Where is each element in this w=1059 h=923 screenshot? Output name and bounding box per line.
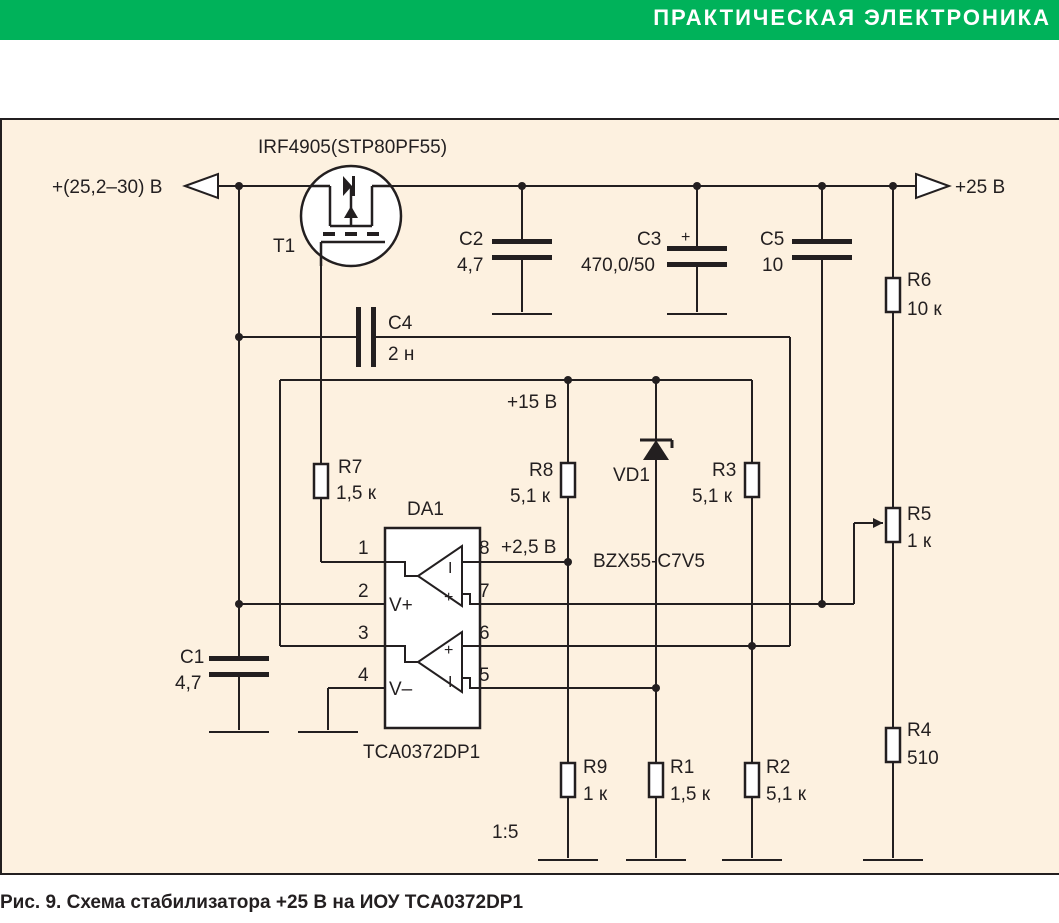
- zener-vd1: [640, 438, 674, 460]
- da1-pin-4: 4: [358, 665, 369, 686]
- r4-body: [884, 726, 902, 764]
- output-label: +25 В: [955, 177, 1005, 198]
- ratio-label: 1:5: [492, 822, 518, 843]
- da1-vplus: V+: [389, 595, 413, 616]
- rail-15-label: +15 В: [507, 392, 557, 413]
- da1-pin-3: 3: [358, 623, 369, 644]
- c2-ref: C2: [459, 229, 483, 250]
- c3-polarity: +: [681, 229, 690, 246]
- junctions: [235, 182, 897, 692]
- r1-value: 1,5 к: [670, 784, 711, 805]
- r8-body: [559, 461, 577, 499]
- c3-plate-top: [667, 246, 727, 251]
- input-terminal: [182, 172, 219, 200]
- r5-wiper-arrow: [873, 518, 883, 528]
- figure-caption: Рис. 9. Схема стабилизатора +25 В на ИОУ…: [0, 892, 524, 913]
- r7-body: [312, 462, 330, 500]
- transistor-ref: T1: [273, 236, 295, 257]
- da1-pin-6: 6: [479, 623, 490, 644]
- r5-body: [884, 506, 902, 544]
- wiring: [209, 185, 923, 861]
- r8-value: 5,1 к: [510, 486, 551, 507]
- c5-plate-bottom: [792, 255, 852, 260]
- output-terminal: [915, 172, 952, 200]
- r2-value: 5,1 к: [766, 784, 807, 805]
- da1-pin-1: 1: [358, 538, 369, 559]
- da1-pin-8: 8: [479, 538, 490, 559]
- da1-part: TCA0372DP1: [363, 742, 480, 763]
- input-label: +(25,2–30) В: [52, 177, 162, 198]
- c1-ref: C1: [180, 647, 204, 668]
- opamp-da1: [383, 526, 482, 730]
- c1-plate-top: [209, 656, 269, 661]
- c1-value: 4,7: [175, 673, 201, 694]
- c3-plate-bottom: [667, 262, 727, 267]
- r1-body: [647, 761, 665, 799]
- r2-body: [743, 761, 761, 799]
- da1-pin-2: 2: [358, 581, 369, 602]
- c3-value: 470,0/50: [581, 255, 655, 276]
- r1-ref: R1: [670, 757, 694, 778]
- c4-value: 2 н: [388, 344, 414, 365]
- header-bar: ПРАКТИЧЕСКАЯ ЭЛЕКТРОНИКА: [0, 0, 1059, 40]
- c3-ref: C3: [637, 229, 661, 250]
- r8-ref: R8: [529, 460, 553, 481]
- transistor-t1: [299, 164, 403, 268]
- r9-value: 1 к: [583, 784, 608, 805]
- r4-value: 510: [907, 748, 939, 769]
- r5-ref: R5: [907, 504, 931, 525]
- r6-ref: R6: [907, 270, 931, 291]
- r3-body: [743, 461, 761, 499]
- rail-2-5-label: +2,5 В: [501, 537, 556, 558]
- c5-ref: C5: [760, 229, 784, 250]
- da1-pin-5: 5: [479, 665, 490, 686]
- capacitor-plates: [209, 239, 852, 677]
- resistors: [312, 276, 902, 799]
- opamp1-plus: +: [444, 589, 453, 606]
- opamp1-minus: I: [448, 560, 452, 577]
- r2-ref: R2: [766, 757, 790, 778]
- header-title: ПРАКТИЧЕСКАЯ ЭЛЕКТРОНИКА: [653, 5, 1051, 30]
- transistor-part: IRF4905(STP80PF55): [258, 137, 447, 158]
- da1-ref: DA1: [407, 499, 444, 520]
- r9-body: [559, 761, 577, 799]
- r3-ref: R3: [712, 460, 736, 481]
- r7-value: 1,5 к: [336, 483, 377, 504]
- r7-ref: R7: [338, 457, 362, 478]
- c4-ref: C4: [388, 313, 413, 334]
- c2-plate-bottom: [492, 255, 552, 260]
- r9-ref: R9: [583, 757, 607, 778]
- opamp2-minus: I: [448, 674, 452, 691]
- r5-value: 1 к: [907, 531, 932, 552]
- schematic-diagram: + +(25,2–30) В +25 В IRF4905(STP80PF55) …: [0, 118, 1059, 875]
- r6-value: 10 к: [907, 299, 942, 320]
- c4-plate-right: [371, 307, 376, 367]
- c4-plate-left: [356, 307, 361, 367]
- r3-value: 5,1 к: [692, 486, 733, 507]
- r4-ref: R4: [907, 720, 932, 741]
- c5-value: 10: [762, 255, 783, 276]
- vd1-ref: VD1: [613, 465, 650, 486]
- c2-value: 4,7: [457, 255, 483, 276]
- da1-vminus: V–: [389, 679, 413, 700]
- c2-plate-top: [492, 239, 552, 244]
- r6-body: [884, 276, 902, 314]
- schematic-panel: [0, 118, 1059, 875]
- opamp2-plus: +: [444, 642, 453, 659]
- c1-plate-bottom: [209, 672, 269, 677]
- vd1-part: BZX55-C7V5: [593, 551, 705, 572]
- da1-pin-7: 7: [479, 581, 490, 602]
- c5-plate-top: [792, 239, 852, 244]
